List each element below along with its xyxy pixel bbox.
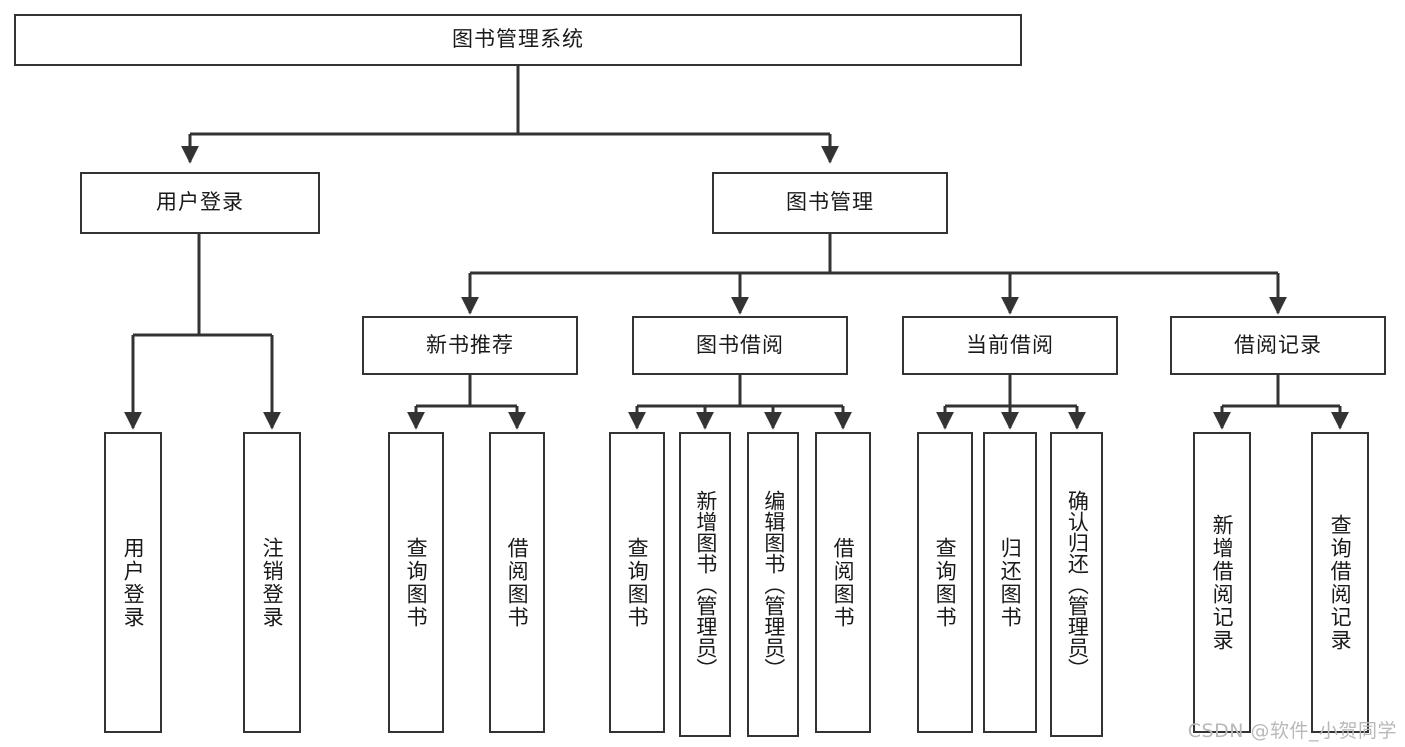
node-label: 新书推荐 [426, 332, 514, 357]
node-label: 确认归还（管理员） [1065, 490, 1090, 679]
node-label: 借阅记录 [1234, 332, 1322, 357]
node-label: 注销登录 [260, 536, 285, 629]
leaf-book-borrow-query[interactable]: 查询图书 [609, 432, 665, 733]
node-label: 查询图书 [933, 536, 958, 629]
node-root-system[interactable]: 图书管理系统 [14, 14, 1022, 66]
node-borrow-record[interactable]: 借阅记录 [1170, 316, 1386, 375]
leaf-new-book-query[interactable]: 查询图书 [388, 432, 444, 733]
leaf-new-book-borrow[interactable]: 借阅图书 [489, 432, 545, 733]
node-label: 查询图书 [404, 536, 429, 629]
leaf-current-borrow-query[interactable]: 查询图书 [917, 432, 973, 733]
node-label: 归还图书 [998, 536, 1023, 629]
node-label: 借阅图书 [505, 536, 530, 629]
node-label: 当前借阅 [966, 332, 1054, 357]
node-book-management[interactable]: 图书管理 [712, 172, 948, 234]
node-label: 编辑图书（管理员） [761, 490, 786, 679]
leaf-current-borrow-return[interactable]: 归还图书 [983, 432, 1037, 733]
node-label: 查询图书 [625, 536, 650, 629]
node-label: 借阅图书 [831, 536, 856, 629]
node-label: 查询借阅记录 [1328, 513, 1353, 652]
leaf-borrow-record-add[interactable]: 新增借阅记录 [1193, 432, 1251, 733]
leaf-user-login-signin[interactable]: 用户登录 [104, 432, 162, 733]
leaf-user-login-signout[interactable]: 注销登录 [243, 432, 301, 733]
node-label: 新增图书（管理员） [693, 490, 718, 679]
node-label: 新增借阅记录 [1210, 513, 1235, 652]
node-label: 图书管理 [786, 190, 874, 215]
node-user-login[interactable]: 用户登录 [80, 172, 320, 234]
node-current-borrow[interactable]: 当前借阅 [902, 316, 1118, 375]
leaf-book-borrow-edit[interactable]: 编辑图书（管理员） [747, 432, 799, 737]
leaf-book-borrow-lend[interactable]: 借阅图书 [815, 432, 871, 733]
node-book-borrow[interactable]: 图书借阅 [632, 316, 848, 375]
leaf-book-borrow-add[interactable]: 新增图书（管理员） [679, 432, 731, 737]
leaf-borrow-record-query[interactable]: 查询借阅记录 [1311, 432, 1369, 733]
leaf-current-borrow-confirm-return[interactable]: 确认归还（管理员） [1050, 432, 1103, 737]
node-label: 图书管理系统 [452, 27, 584, 52]
node-new-book-recommend[interactable]: 新书推荐 [362, 316, 578, 375]
node-label: 用户登录 [121, 536, 146, 629]
csdn-watermark: CSDN @软件_小贺同学 [1187, 720, 1397, 742]
node-label: 用户登录 [156, 190, 244, 215]
node-label: 图书借阅 [696, 332, 784, 357]
